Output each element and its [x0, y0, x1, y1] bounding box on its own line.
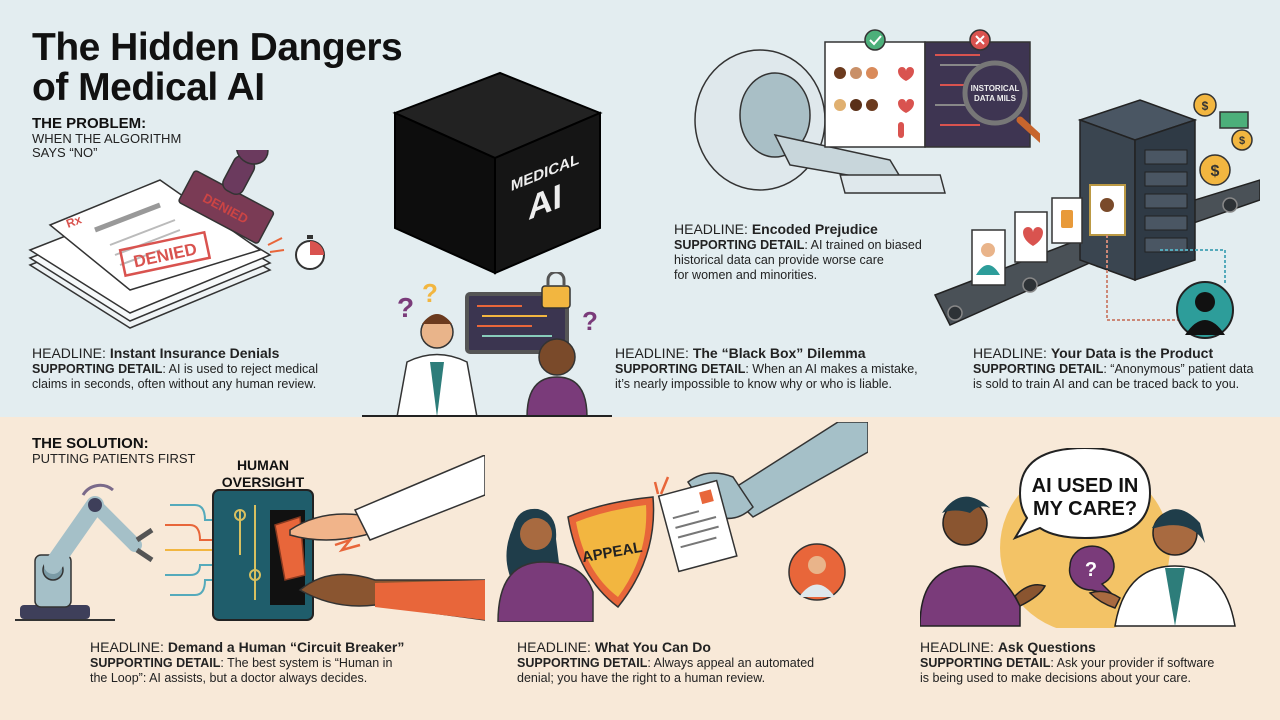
- problem-card-data-product: HEADLINE: Your Data is the Product SUPPO…: [973, 345, 1254, 391]
- svg-text:?: ?: [582, 306, 598, 336]
- rx-symbol: Rx: [64, 212, 84, 231]
- svg-text:$: $: [1211, 163, 1220, 180]
- svg-text:OVERSIGHT: OVERSIGHT: [222, 474, 305, 490]
- svg-text:?: ?: [397, 292, 414, 323]
- card-headline: What You Can Do: [594, 639, 711, 655]
- card-detail: AI trained on biased: [810, 238, 922, 252]
- oversight-label: HUMAN: [237, 457, 289, 473]
- card-headline: Encoded Prejudice: [751, 221, 878, 237]
- svg-text:?: ?: [1085, 559, 1097, 581]
- svg-text:$: $: [1239, 135, 1245, 147]
- card-headline: Ask Questions: [997, 639, 1096, 655]
- circuit-breaker-illustration: HUMAN OVERSIGHT: [15, 455, 485, 630]
- card-detail: Always appeal an automated: [653, 656, 815, 670]
- speech-bubble-text: AI USED IN: [1032, 475, 1139, 497]
- card-headline: Instant Insurance Denials: [109, 345, 280, 361]
- solution-heading: THE SOLUTION: PUTTING PATIENTS FIRST: [32, 435, 196, 466]
- page-title: The Hidden Dangers of Medical AI: [32, 26, 403, 109]
- solution-card-ask-questions: HEADLINE: Ask Questions SUPPORTING DETAI…: [920, 639, 1215, 685]
- appeal-illustration: APPEAL: [488, 422, 868, 622]
- card-headline: Your Data is the Product: [1050, 345, 1214, 361]
- card-detail: When an AI makes a mistake,: [752, 362, 918, 376]
- ask-questions-illustration: AI USED IN MY CARE? ?: [920, 448, 1240, 628]
- black-box-dilemma-illustration: ? ? ?: [362, 272, 612, 417]
- card-headline: Demand a Human “Circuit Breaker”: [167, 639, 405, 655]
- card-headline: The “Black Box” Dilemma: [692, 345, 866, 361]
- problem-heading: THE PROBLEM: WHEN THE ALGORITHM SAYS “NO…: [32, 115, 182, 160]
- problem-card-black-box: HEADLINE: The “Black Box” Dilemma SUPPOR…: [615, 345, 918, 391]
- data-product-illustration: $ $ $: [930, 80, 1260, 340]
- denied-claims-illustration: DENIED Rx DENIED: [10, 150, 340, 340]
- svg-text:DATA MILS: DATA MILS: [974, 94, 1017, 103]
- solution-card-what-you-can-do: HEADLINE: What You Can Do SUPPORTING DET…: [517, 639, 815, 685]
- problem-card-encoded-prejudice: HEADLINE: Encoded Prejudice SUPPORTING D…: [674, 221, 922, 282]
- card-detail: “Anonymous” patient data: [1110, 362, 1254, 376]
- svg-text:?: ?: [422, 278, 438, 308]
- svg-text:$: $: [1202, 99, 1209, 113]
- card-detail: AI is used to reject medical: [168, 362, 318, 376]
- card-detail: The best system is “Human in: [227, 656, 393, 670]
- card-detail: Ask your provider if software: [1056, 656, 1215, 670]
- magnifier-label: INSTORICAL: [971, 84, 1020, 93]
- problem-card-insurance-denials: HEADLINE: Instant Insurance Denials SUPP…: [32, 345, 318, 391]
- black-box-illustration: MEDICAL AI: [390, 68, 605, 278]
- solution-card-circuit-breaker: HEADLINE: Demand a Human “Circuit Breake…: [90, 639, 405, 685]
- encoded-prejudice-illustration: INSTORICAL DATA MILS: [690, 25, 1040, 205]
- svg-text:MY CARE?: MY CARE?: [1033, 498, 1137, 520]
